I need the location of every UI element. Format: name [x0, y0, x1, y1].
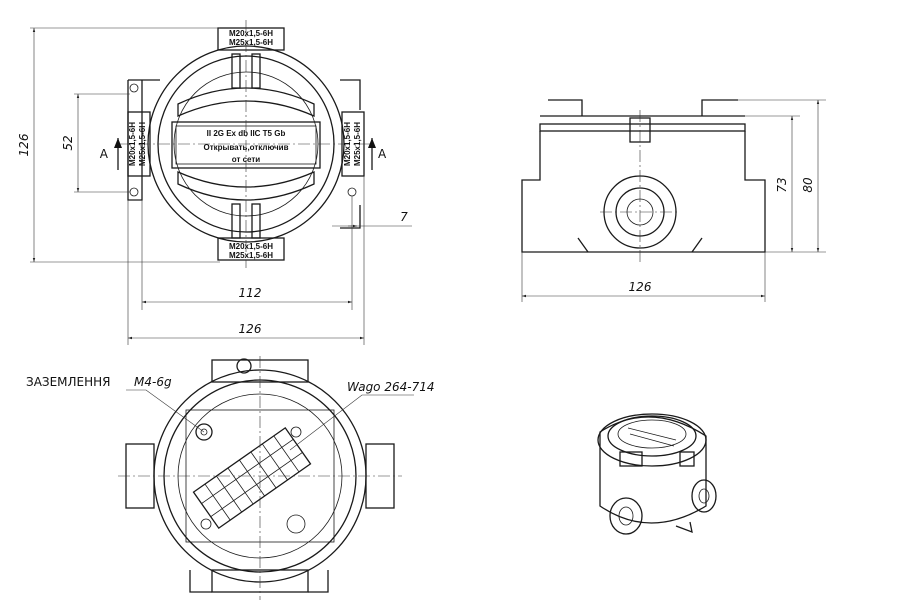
thread-left-2: M25x1,5-6H: [138, 122, 147, 166]
section-mark-left: A: [100, 147, 109, 161]
thread-bottom-2: M25x1,5-6H: [229, 251, 273, 260]
dim-height-mount: 52: [61, 135, 75, 150]
thread-right-2: M25x1,5-6H: [353, 122, 362, 166]
dim-hole: 7: [400, 210, 408, 224]
dim-height-total: 126: [17, 133, 31, 156]
thread-right-1: M20x1,5-6H: [343, 122, 352, 166]
ground-label: ЗАЗЕМЛЕННЯ: [26, 375, 111, 389]
dim-width-side: 126: [629, 280, 652, 294]
isometric-view: [597, 413, 717, 535]
nameplate-line-2: Открывать,отключив: [204, 143, 289, 152]
front-view: [30, 20, 412, 345]
thread-top-2: M25x1,5-6H: [229, 38, 273, 47]
ground-thread: М4-6g: [134, 375, 172, 389]
nameplate-line-1: II 2G Ex db IIC T5 Gb: [207, 129, 286, 138]
side-view: [521, 99, 826, 302]
dim-width-total: 126: [239, 322, 262, 336]
dim-height-total-side: 80: [801, 177, 815, 193]
dim-width-mount: 112: [239, 286, 262, 300]
section-mark-right: A: [378, 147, 387, 161]
dim-height-body: 73: [775, 177, 789, 192]
inner-view: [118, 356, 414, 600]
terminal-label: Wago 264-714: [347, 380, 434, 394]
thread-top-1: M20x1,5-6H: [229, 29, 273, 38]
nameplate-line-3: от сети: [232, 155, 261, 164]
thread-bottom-1: M20x1,5-6H: [229, 242, 273, 251]
thread-left-1: M20x1,5-6H: [128, 122, 137, 166]
